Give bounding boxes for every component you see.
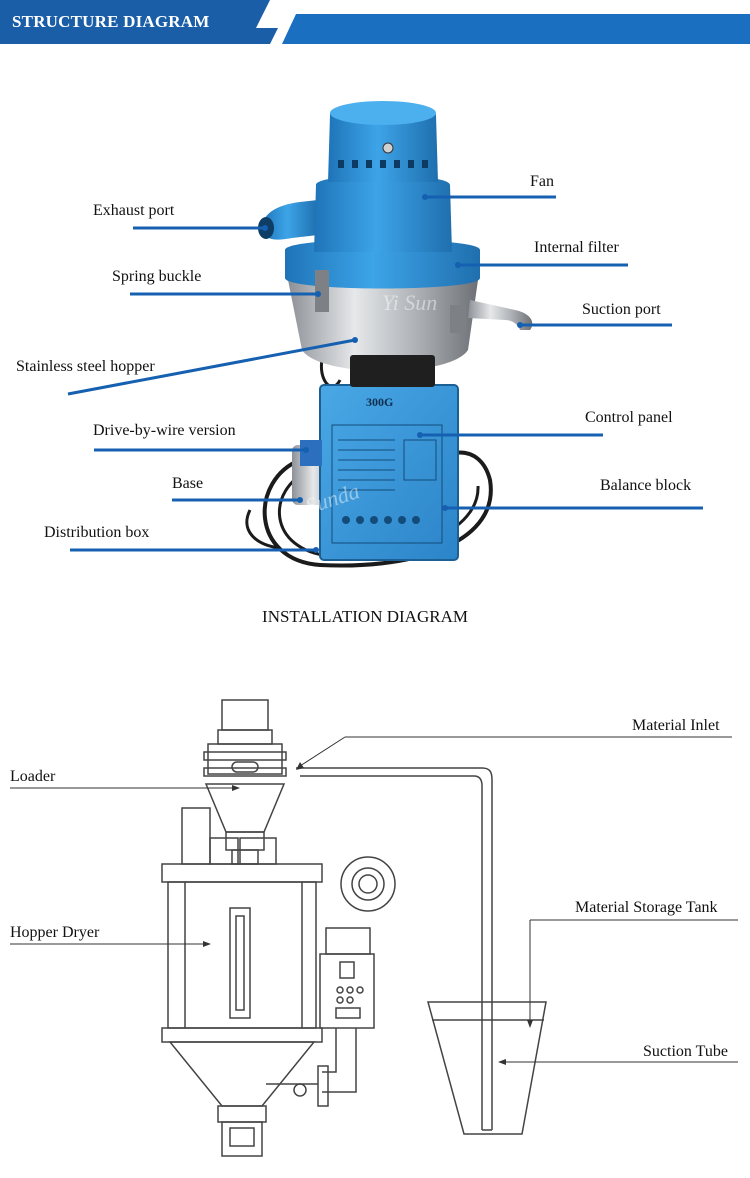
panel-model-text: 300G <box>366 395 394 409</box>
header-banner <box>0 0 750 48</box>
label-control-panel: Control panel <box>585 409 673 426</box>
label-fan: Fan <box>530 173 554 190</box>
page-title: STRUCTURE DIAGRAM <box>12 12 210 31</box>
label-spring-buckle: Spring buckle <box>112 268 202 285</box>
label-loader: Loader <box>10 768 56 785</box>
label-distribution-box: Distribution box <box>44 524 150 541</box>
watermark-text: Yi Sun <box>382 290 438 315</box>
label-internal-filter: Internal filter <box>534 239 619 256</box>
label-suction-tube: Suction Tube <box>643 1043 728 1060</box>
label-drive-by-wire: Drive-by-wire version <box>93 422 236 439</box>
label-balance-block: Balance block <box>600 477 692 494</box>
label-base: Base <box>172 475 204 492</box>
label-material-storage-tank: Material Storage Tank <box>575 899 718 916</box>
label-exhaust-port: Exhaust port <box>93 202 175 219</box>
label-material-inlet: Material Inlet <box>632 717 720 734</box>
installation-title: INSTALLATION DIAGRAM <box>262 607 468 626</box>
label-stainless-steel-hopper: Stainless steel hopper <box>16 358 155 375</box>
label-suction-port: Suction port <box>582 301 661 318</box>
machine-illustration <box>67 101 703 568</box>
label-hopper-dryer: Hopper Dryer <box>10 924 100 941</box>
